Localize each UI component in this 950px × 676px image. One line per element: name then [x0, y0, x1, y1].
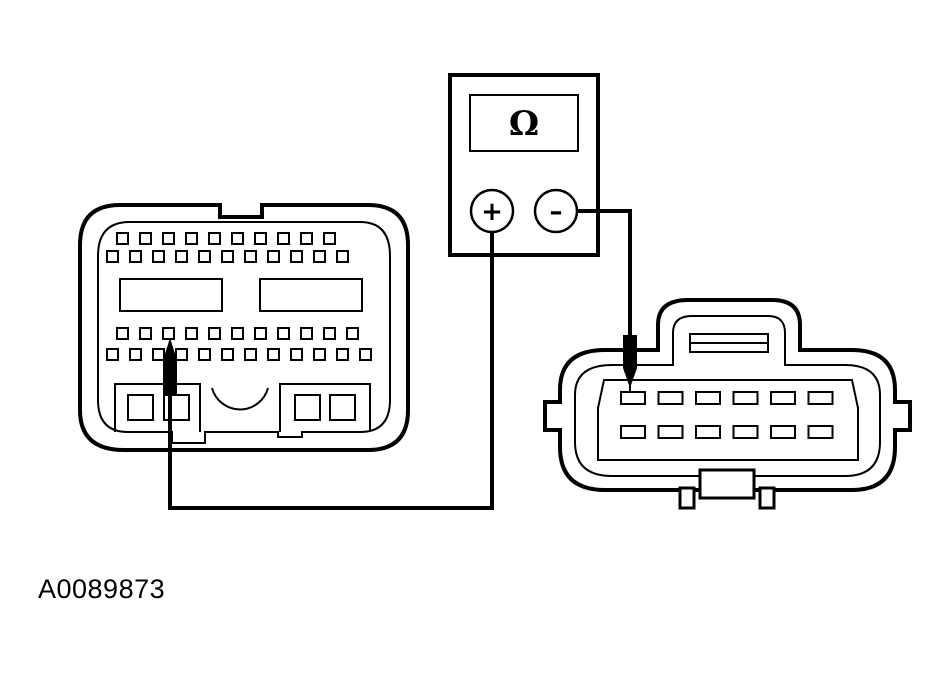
- pin-cavity: [139, 327, 152, 340]
- pin-cavity: [323, 327, 336, 340]
- pin-cavity: [277, 232, 290, 245]
- pin-cavity: [152, 348, 165, 361]
- pin-cavity: [254, 327, 267, 340]
- pin-cavity: [175, 348, 188, 361]
- right-connector-pins: [620, 391, 834, 439]
- pin-cavity: [221, 348, 234, 361]
- pin-cavity: [198, 348, 211, 361]
- pin-cavity: [116, 327, 129, 340]
- left-connector-pins: [106, 232, 372, 361]
- pin-cavity: [620, 425, 646, 439]
- pin-cavity: [185, 232, 198, 245]
- ohm-symbol: Ω: [509, 104, 539, 144]
- pin-cavity: [208, 327, 221, 340]
- pin-cavity: [198, 250, 211, 263]
- positive-sign: +: [481, 197, 503, 227]
- pin-cavity: [770, 425, 796, 439]
- pin-cavity: [336, 348, 349, 361]
- left-connector: [78, 203, 410, 452]
- pin-cavity: [162, 327, 175, 340]
- pin-cavity: [807, 425, 834, 439]
- pin-cavity: [231, 327, 244, 340]
- pin-cavity: [620, 391, 646, 405]
- pin-cavity: [300, 232, 313, 245]
- pin-cavity: [313, 250, 326, 263]
- pin-cavity: [221, 250, 234, 263]
- positive-probe: [163, 338, 177, 395]
- pin-cavity: [129, 348, 142, 361]
- pin-cavity: [244, 250, 257, 263]
- negative-probe: [623, 335, 637, 392]
- pin-cavity: [162, 232, 175, 245]
- pin-cavity: [116, 232, 129, 245]
- negative-sign: –: [550, 197, 563, 227]
- pin-cavity: [359, 348, 372, 361]
- pin-cavity: [313, 348, 326, 361]
- pin-cavity: [139, 232, 152, 245]
- pin-cavity: [695, 425, 721, 439]
- test-leads: [168, 209, 632, 510]
- pin-cavity: [277, 327, 290, 340]
- pin-cavity: [657, 425, 684, 439]
- pin-cavity: [290, 348, 303, 361]
- pin-cavity: [300, 327, 313, 340]
- pin-cavity: [175, 250, 188, 263]
- pin-cavity: [732, 391, 759, 405]
- meter-display: [469, 94, 579, 152]
- pin-cavity: [208, 232, 221, 245]
- negative-lead-wire: [577, 209, 632, 335]
- pin-cavity: [129, 250, 142, 263]
- pin-cavity: [231, 232, 244, 245]
- pin-cavity: [770, 391, 796, 405]
- pin-cavity: [695, 391, 721, 405]
- pin-cavity: [336, 250, 349, 263]
- pin-cavity: [185, 327, 198, 340]
- pin-cavity: [657, 391, 684, 405]
- pin-cavity: [152, 250, 165, 263]
- figure-id: A0089873: [38, 574, 166, 604]
- pin-cavity: [254, 232, 267, 245]
- right-connector: [543, 298, 912, 510]
- pin-cavity: [244, 348, 257, 361]
- pin-cavity: [346, 327, 359, 340]
- pin-cavity: [323, 232, 336, 245]
- pin-cavity: [267, 250, 280, 263]
- pin-cavity: [807, 391, 834, 405]
- positive-lead-wire: [168, 232, 494, 510]
- pin-cavity: [290, 250, 303, 263]
- pin-cavity: [267, 348, 280, 361]
- pin-cavity: [106, 250, 119, 263]
- ohmmeter: Ω + –: [448, 73, 600, 257]
- pin-cavity: [106, 348, 119, 361]
- pin-cavity: [732, 425, 759, 439]
